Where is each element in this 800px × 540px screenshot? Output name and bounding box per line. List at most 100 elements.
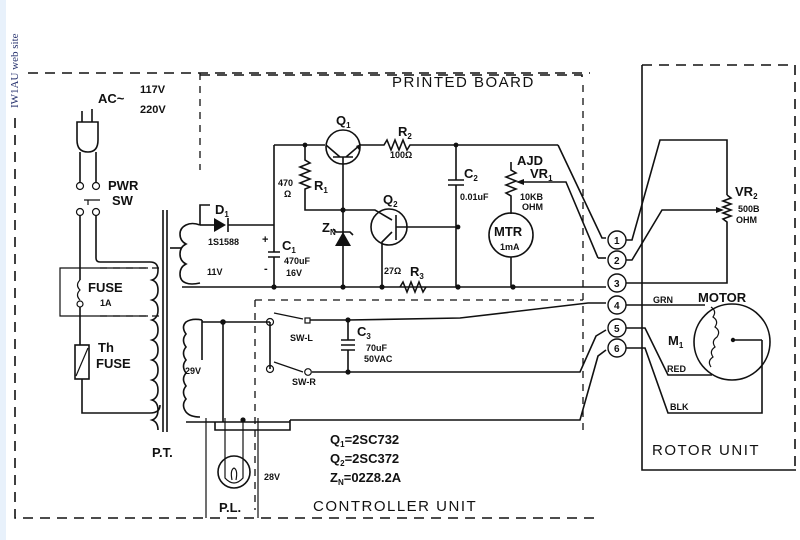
watermark: IW1AU web site <box>9 33 21 108</box>
transistor-q1-icon <box>325 129 376 287</box>
zn-label: ZN <box>322 220 336 237</box>
terminal-4: 4 <box>607 295 627 315</box>
motor-title: MOTOR <box>698 290 747 305</box>
vr1-label: VR1 <box>530 166 553 183</box>
q1-label: Q1 <box>336 113 351 130</box>
r2-value: 100Ω <box>390 150 412 160</box>
q2-label: Q2 <box>383 192 398 209</box>
th-fuse-label-1: Th <box>98 340 114 355</box>
sw-l-label: SW-L <box>290 333 313 343</box>
fuse-label: FUSE <box>88 280 123 295</box>
secondary-11v-label: 11V <box>207 267 223 277</box>
meter-value: 1mA <box>500 242 520 252</box>
direction-switch-wiring <box>202 302 607 431</box>
thermal-fuse-icon <box>74 344 161 414</box>
c3-label: C3 <box>357 324 371 341</box>
r2-label: R2 <box>398 124 412 141</box>
rotor-wiring <box>626 139 763 414</box>
terminal-2: 2 <box>607 250 627 270</box>
controller-unit-border <box>14 72 600 519</box>
c2-label: C2 <box>464 166 478 183</box>
pwr-sw-label-1: PWR <box>108 178 139 193</box>
r3-value: 27Ω <box>384 266 401 276</box>
r1-label: R1 <box>314 178 328 195</box>
ac-label: AC~ <box>98 91 125 106</box>
pilot-lamp-voltage: 28V <box>264 472 280 482</box>
r3-label: R3 <box>410 264 424 281</box>
meter-label: MTR <box>494 224 523 239</box>
svg-text:3: 3 <box>614 279 620 290</box>
vr2-value-1: 500B <box>738 204 760 214</box>
c1-voltage: 16V <box>286 268 302 278</box>
vr2-label: VR2 <box>735 184 758 201</box>
c1-label: C1 <box>282 238 296 255</box>
svg-text:6: 6 <box>614 344 620 355</box>
parts-list-q2: Q2=2SC372 <box>330 451 399 468</box>
rotor-unit-border <box>641 64 796 471</box>
wire-grn-label: GRN <box>653 295 673 305</box>
c3-value-2: 50VAC <box>364 354 393 364</box>
vr1-value-1: 10KB <box>520 192 544 202</box>
rotor-unit-label: ROTOR UNIT <box>652 442 760 459</box>
svg-text:2: 2 <box>614 256 620 267</box>
printed-board-label: PRINTED BOARD <box>392 74 535 91</box>
meter-icon <box>488 212 534 287</box>
r1-value-2: Ω <box>284 189 291 199</box>
terminal-wiring <box>557 144 606 288</box>
controller-unit-label: CONTROLLER UNIT <box>313 498 477 515</box>
svg-text:1: 1 <box>614 236 620 247</box>
d1-value: 1S1588 <box>208 237 239 247</box>
wire-red-label: RED <box>667 364 687 374</box>
parts-list-zn: ZN=02Z8.2A <box>330 470 402 487</box>
resistor-r3-icon <box>399 279 427 295</box>
vr1-value-2: OHM <box>522 202 543 212</box>
pilot-lamp-icon <box>205 418 259 518</box>
capacitor-c3-icon <box>341 320 355 372</box>
ac-plug-icon <box>76 109 99 182</box>
fuse-rating: 1A <box>100 298 112 308</box>
c1-minus: - <box>264 263 268 275</box>
capacitor-c2-icon <box>448 145 464 287</box>
c1-plus: + <box>262 234 268 246</box>
c1-value: 470uF <box>284 256 311 266</box>
vr1-adj-label: AJD <box>517 153 543 168</box>
fuse-icon <box>59 267 160 345</box>
d1-label: D1 <box>215 202 229 219</box>
svg-text:4: 4 <box>614 301 620 312</box>
secondary-29v-label: 29V <box>185 366 201 376</box>
pilot-lamp-label: P.L. <box>219 500 241 515</box>
transistor-q2-icon <box>343 208 458 287</box>
motor-icon <box>693 303 771 381</box>
voltage-220v: 220V <box>140 104 166 116</box>
terminal-5: 5 <box>607 318 627 338</box>
parts-list-q1: Q1=2SC732 <box>330 432 399 449</box>
terminal-6: 6 <box>607 338 627 358</box>
sw-r-label: SW-R <box>292 377 316 387</box>
terminal-3: 3 <box>607 273 627 293</box>
capacitor-c1-icon <box>268 145 280 287</box>
resistor-r2-icon <box>376 137 558 153</box>
vr2-value-2: OHM <box>736 215 757 225</box>
pwr-sw-label-2: SW <box>112 193 134 208</box>
th-fuse-label-2: FUSE <box>96 356 131 371</box>
transformer-label: P.T. <box>152 445 173 460</box>
zener-zn-icon <box>332 228 354 246</box>
terminal-1: 1 <box>607 230 627 250</box>
diode-d1-icon <box>200 218 274 232</box>
potentiometer-vr2-icon <box>716 194 734 232</box>
resistor-r1-icon <box>297 145 343 211</box>
r1-value-1: 470 <box>278 178 293 188</box>
motor-label: M1 <box>668 333 684 350</box>
c2-value: 0.01uF <box>460 192 489 202</box>
power-transformer-icon <box>149 204 290 432</box>
potentiometer-vr1-icon <box>503 162 599 259</box>
printed-board-border <box>200 74 584 510</box>
parts-list: Q1=2SC732 Q2=2SC372 ZN=02Z8.2A <box>330 432 402 487</box>
power-switch-icon <box>75 181 150 270</box>
voltage-117v: 117V <box>140 84 166 96</box>
svg-text:5: 5 <box>614 324 620 335</box>
c3-value-1: 70uF <box>366 343 388 353</box>
wire-blk-label: BLK <box>670 402 689 412</box>
page-left-edge <box>0 0 6 540</box>
